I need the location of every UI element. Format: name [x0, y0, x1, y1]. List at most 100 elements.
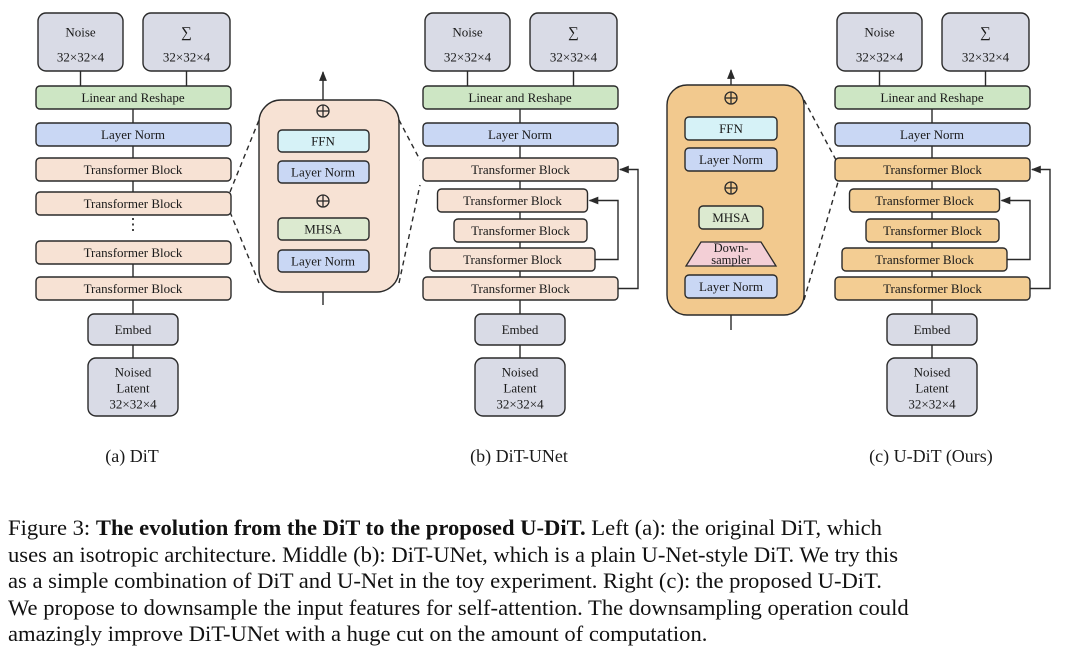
- transformer-block: [865, 218, 1000, 243]
- sigma-label: ∑: [568, 25, 579, 41]
- transformer-block-label: Transformer Block: [875, 193, 974, 208]
- noised-latent-label: Latent: [116, 381, 150, 396]
- transformer-block-label: Transformer Block: [84, 245, 183, 260]
- layer-norm-block: [684, 147, 778, 172]
- layer-norm-block: [422, 122, 619, 147]
- noise-output-box: [836, 12, 923, 72]
- panel-caption-c: (c) U-DiT (Ours): [869, 446, 993, 467]
- mhsa-block: [277, 217, 370, 241]
- transformer-block-label: Transformer Block: [875, 252, 974, 267]
- sigma-output-box: [142, 12, 231, 72]
- zoom-guide-line: [803, 181, 839, 301]
- noised-latent-label: 32×32×4: [496, 397, 544, 412]
- noise-label: Noise: [65, 25, 96, 40]
- sigma-label: ∑: [980, 25, 991, 41]
- noise-dim-label: 32×32×4: [57, 50, 105, 65]
- linear-reshape-block: [35, 85, 232, 110]
- transformer-block: [436, 188, 589, 213]
- caption-line-4: We propose to downsample the input featu…: [8, 594, 909, 620]
- figure-caption: Figure 3: The evolution from the DiT to …: [8, 515, 1070, 648]
- transformer-block: [422, 276, 619, 301]
- caption-line-2: uses an isotropic architecture. Middle (…: [8, 541, 899, 567]
- transformer-block-label: Transformer Block: [84, 281, 183, 296]
- noised-latent-label: 32×32×4: [109, 397, 157, 412]
- linear-reshape-label: Linear and Reshape: [468, 90, 571, 105]
- caption-line-5: amazingly improve DiT-UNet with a huge c…: [8, 621, 708, 646]
- embed-block: [474, 313, 566, 346]
- transformer-block: [35, 240, 232, 265]
- skip-connection-inner: [1000, 196, 1031, 261]
- layer-norm-label: Layer Norm: [101, 127, 165, 142]
- transformer-block: [35, 157, 232, 182]
- transformer-block-label: Transformer Block: [883, 162, 982, 177]
- transformer-block-label: Transformer Block: [471, 281, 570, 296]
- transformer-block-label: Transformer Block: [84, 162, 183, 177]
- noised-latent-label: Latent: [503, 381, 537, 396]
- panel-caption-a: (a) DiT: [105, 446, 158, 467]
- noised-latent-box: [87, 357, 179, 417]
- zoom-guide-line: [398, 119, 421, 161]
- downsampler-block: [684, 241, 778, 267]
- sigma-dim-label: 32×32×4: [550, 50, 598, 65]
- mhsa-block: [698, 205, 764, 230]
- caption-text: Left (a): the original DiT, which: [585, 515, 882, 540]
- ffn-label: FFN: [311, 134, 335, 149]
- noise-label: Noise: [452, 25, 483, 40]
- zoom-guide-line: [229, 119, 260, 193]
- noised-latent-box: [886, 357, 978, 417]
- downsampler-label: Down-: [714, 241, 749, 255]
- transformer-block: [422, 157, 619, 182]
- linear-reshape-label: Linear and Reshape: [880, 90, 983, 105]
- transformer-block: [834, 157, 1031, 182]
- zoom-guide-line: [229, 211, 260, 284]
- panel-caption-b: (b) DiT-UNet: [470, 446, 568, 467]
- linear-reshape-block: [834, 85, 1031, 110]
- sigma-dim-label: 32×32×4: [962, 50, 1010, 65]
- transformer-block: [453, 218, 588, 243]
- noised-latent-label: Latent: [915, 381, 949, 396]
- residual-add-icon: [316, 194, 330, 208]
- transformer-block-label: Transformer Block: [883, 223, 982, 238]
- skip-connection-outer: [1030, 165, 1051, 290]
- sigma-dim-label: 32×32×4: [163, 50, 211, 65]
- layer-norm-label: Layer Norm: [291, 254, 355, 269]
- transformer-block: [35, 191, 232, 216]
- linear-reshape-block: [422, 85, 619, 110]
- transformer-block-label: Transformer Block: [883, 281, 982, 296]
- residual-add-icon: [724, 91, 738, 105]
- caption-line-3: as a simple combination of DiT and U-Net…: [8, 568, 882, 593]
- downsampler-label: sampler: [711, 253, 751, 267]
- embed-block: [886, 313, 978, 346]
- residual-add-icon: [316, 104, 330, 118]
- layer-norm-block: [834, 122, 1031, 147]
- noised-latent-label: Noised: [502, 365, 539, 380]
- caption-line-1: Figure 3: The evolution from the DiT to …: [8, 515, 1070, 542]
- embed-label: Embed: [502, 322, 539, 337]
- noise-dim-label: 32×32×4: [856, 50, 904, 65]
- transformer-block: [834, 276, 1031, 301]
- layer-norm-block: [277, 160, 370, 184]
- transformer-block-label: Transformer Block: [471, 223, 570, 238]
- transformer-block: [35, 276, 232, 301]
- skip-connection-inner: [588, 196, 619, 261]
- noised-latent-label: Noised: [914, 365, 951, 380]
- layer-norm-block: [277, 249, 370, 273]
- sigma-label: ∑: [181, 25, 192, 41]
- noised-latent-label: 32×32×4: [908, 397, 956, 412]
- noise-output-box: [37, 12, 124, 72]
- layer-norm-block: [684, 274, 778, 299]
- transformer-block: [848, 188, 1001, 213]
- ellipsis-dots: ⋮: [125, 217, 141, 234]
- linear-reshape-label: Linear and Reshape: [81, 90, 184, 105]
- transformer-block: [841, 247, 1008, 272]
- caption-label: Figure 3:: [8, 515, 91, 540]
- layer-norm-block: [35, 122, 232, 147]
- mhsa-label: MHSA: [304, 222, 342, 237]
- transformer-block-label: Transformer Block: [463, 193, 562, 208]
- noise-label: Noise: [864, 25, 895, 40]
- layer-norm-label: Layer Norm: [900, 127, 964, 142]
- transformer-block-label: Transformer Block: [84, 196, 183, 211]
- ffn-label: FFN: [719, 121, 743, 136]
- zoom-guide-line: [398, 184, 421, 284]
